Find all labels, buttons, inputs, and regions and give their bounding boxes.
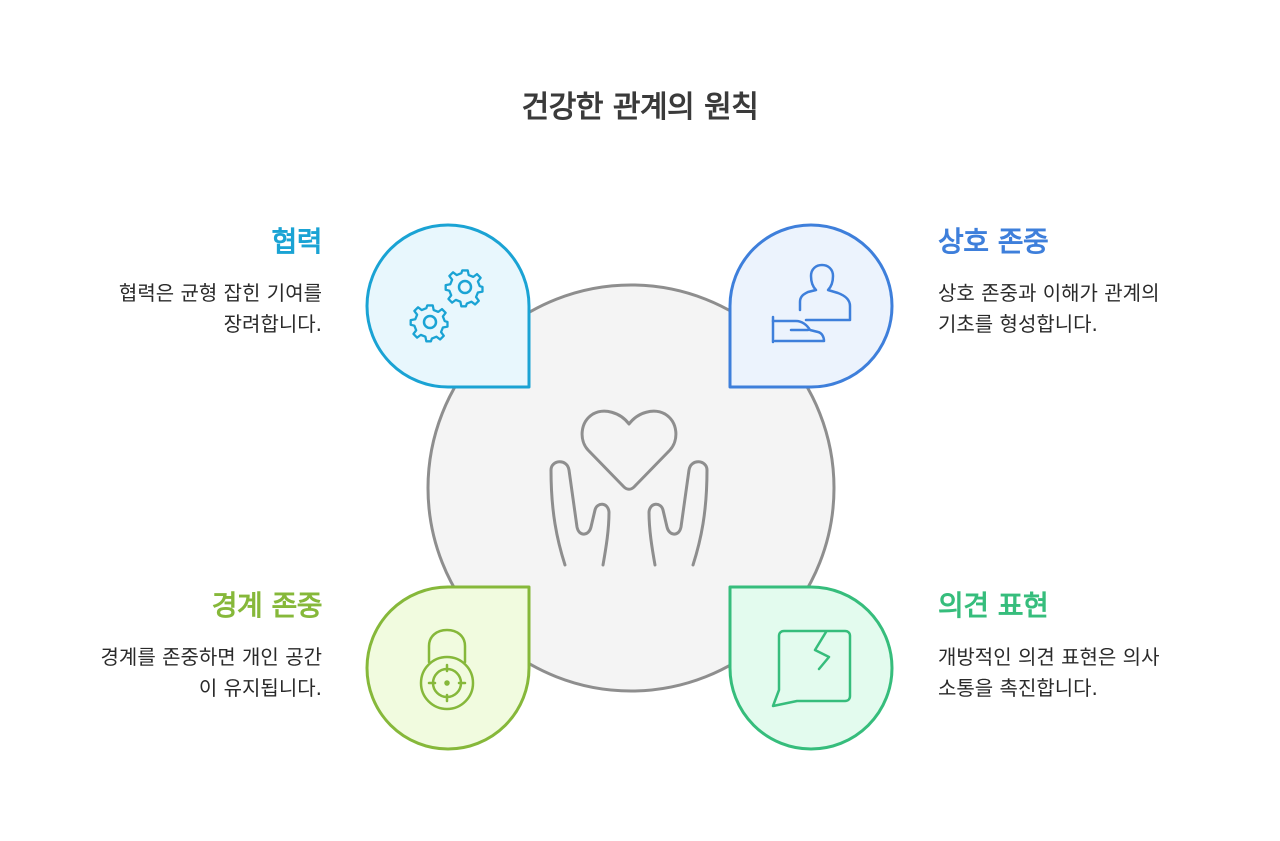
gears-icon xyxy=(409,269,484,343)
opinion-expression-description-line-2: 소통을 촉진합니다. xyxy=(938,676,1098,700)
person-hand-icon xyxy=(771,263,852,344)
padlock-target-icon xyxy=(419,628,475,711)
boundary-respect-description-line-1: 경계를 존중하면 개인 공간 xyxy=(100,645,322,669)
collaboration-text: 협력 협력은 균형 잡힌 기여를 장려합니다. xyxy=(22,224,323,340)
mutual-respect-text: 상호 존중 상호 존중과 이해가 관계의 기초를 형성합니다. xyxy=(938,224,1238,340)
mutual-respect-teardrop xyxy=(728,223,894,389)
collaboration-teardrop xyxy=(365,223,531,389)
opinion-expression-description: 개방적인 의견 표현은 의사 소통을 촉진합니다. xyxy=(938,642,1238,704)
broken-chat-icon xyxy=(771,629,852,708)
boundary-respect-text: 경계 존중 경계를 존중하면 개인 공간 이 유지됩니다. xyxy=(22,588,323,704)
mutual-respect-description-line-2: 기초를 형성합니다. xyxy=(938,312,1098,336)
boundary-respect-description-line-2: 이 유지됩니다. xyxy=(198,676,322,700)
collaboration-description-line-1: 협력은 균형 잡힌 기여를 xyxy=(118,281,322,305)
boundary-respect-node xyxy=(365,585,531,751)
opinion-expression-description-line-1: 개방적인 의견 표현은 의사 xyxy=(938,645,1160,669)
mutual-respect-node xyxy=(728,223,894,389)
diagram-title: 건강한 관계의 원칙 xyxy=(521,90,759,125)
hands-heart-icon xyxy=(549,409,709,567)
collaboration-description-line-2: 장려합니다. xyxy=(223,312,322,336)
opinion-expression-teardrop xyxy=(728,585,894,751)
collaboration-description: 협력은 균형 잡힌 기여를 장려합니다. xyxy=(22,278,322,340)
mutual-respect-description-line-1: 상호 존중과 이해가 관계의 xyxy=(938,281,1160,305)
opinion-expression-node xyxy=(728,585,894,751)
collaboration-heading: 협력 xyxy=(271,225,322,258)
collaboration-node xyxy=(365,223,531,389)
mutual-respect-description: 상호 존중과 이해가 관계의 기초를 형성합니다. xyxy=(938,278,1238,340)
opinion-expression-heading: 의견 표현 xyxy=(938,589,1049,622)
boundary-respect-description: 경계를 존중하면 개인 공간 이 유지됩니다. xyxy=(22,642,322,704)
mutual-respect-heading: 상호 존중 xyxy=(938,225,1049,258)
opinion-expression-text: 의견 표현 개방적인 의견 표현은 의사 소통을 촉진합니다. xyxy=(938,588,1238,704)
boundary-respect-heading: 경계 존중 xyxy=(211,589,323,622)
